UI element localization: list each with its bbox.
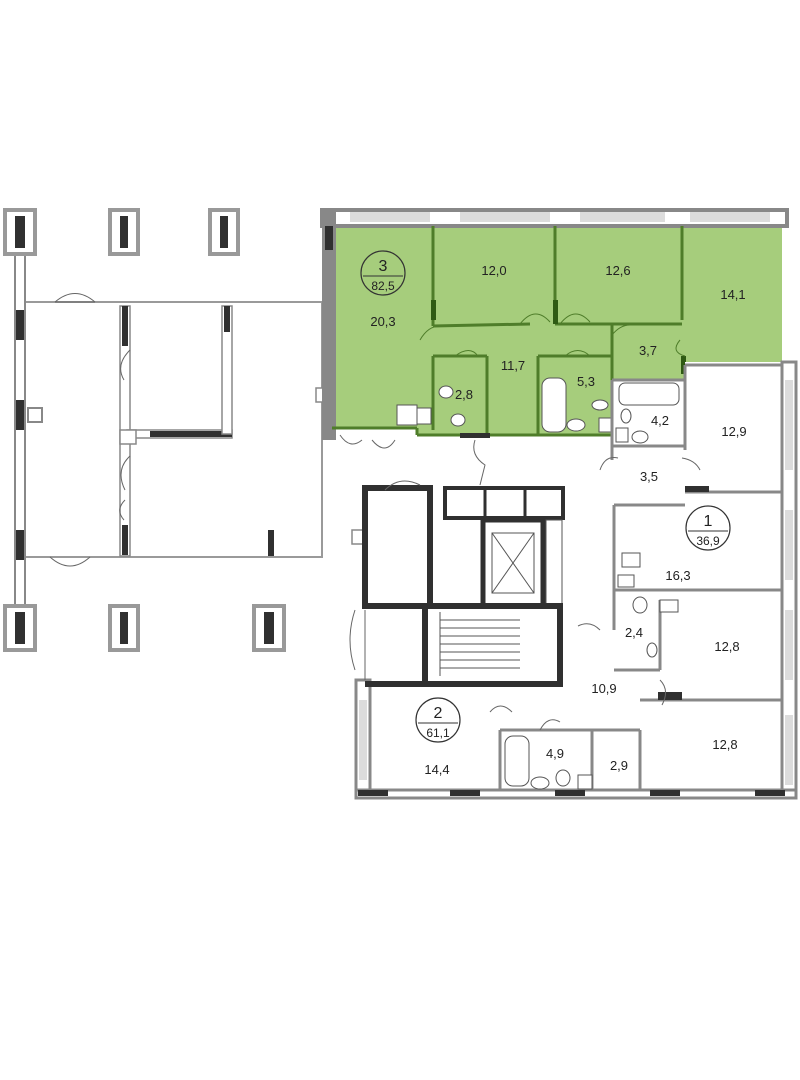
room-area-a3-living: 20,3 — [370, 314, 395, 329]
columns — [3, 208, 286, 652]
room-area-a1-hall: 3,5 — [640, 469, 658, 484]
apartment-2[interactable] — [354, 596, 798, 800]
apartment-1-badge — [685, 505, 731, 551]
apartment-2-rooms: 2 — [434, 705, 443, 722]
room-area-a2-storage: 2,9 — [610, 758, 628, 773]
apartment-3[interactable] — [320, 208, 789, 486]
room-area-a3-bed3: 14,1 — [720, 287, 745, 302]
apartment-3-area: 82,5 — [371, 279, 395, 293]
apartment-2-badge — [415, 697, 461, 743]
labels: 3 82,5 1 36,9 2 61,1 20,3 12,0 12,6 14,1… — [360, 250, 747, 777]
room-area-a3-bed2: 12,6 — [605, 263, 630, 278]
room-area-a3-bath: 5,3 — [577, 374, 595, 389]
apartment-1-area: 36,9 — [696, 534, 720, 548]
room-area-a3-storage: 3,7 — [639, 343, 657, 358]
apartment-3-badge — [360, 250, 406, 296]
room-area-a3-hall: 11,7 — [501, 358, 525, 373]
room-area-a2-kitchen: 14,4 — [424, 762, 449, 777]
room-area-a3-bed1: 12,0 — [481, 263, 506, 278]
apartment-1[interactable] — [599, 360, 798, 799]
room-area-a2-bed2: 12,8 — [712, 737, 737, 752]
room-area-a1-kitchen: 16,3 — [665, 568, 690, 583]
room-area-a2-bath: 4,9 — [546, 746, 564, 761]
lobby-area — [14, 239, 365, 621]
room-area-a1-bath: 4,2 — [651, 413, 669, 428]
room-area-a3-wc: 2,8 — [455, 387, 473, 402]
room-area-a2-bed1: 12,8 — [714, 639, 739, 654]
room-area-a1-room: 12,9 — [721, 424, 746, 439]
stair-core — [349, 480, 565, 687]
room-area-a2-wc: 2,4 — [625, 625, 643, 640]
apartment-2-area: 61,1 — [426, 726, 450, 740]
apartment-1-rooms: 1 — [704, 513, 713, 530]
room-area-a2-hall: 10,9 — [591, 681, 616, 696]
apartment-3-rooms: 3 — [379, 258, 388, 275]
